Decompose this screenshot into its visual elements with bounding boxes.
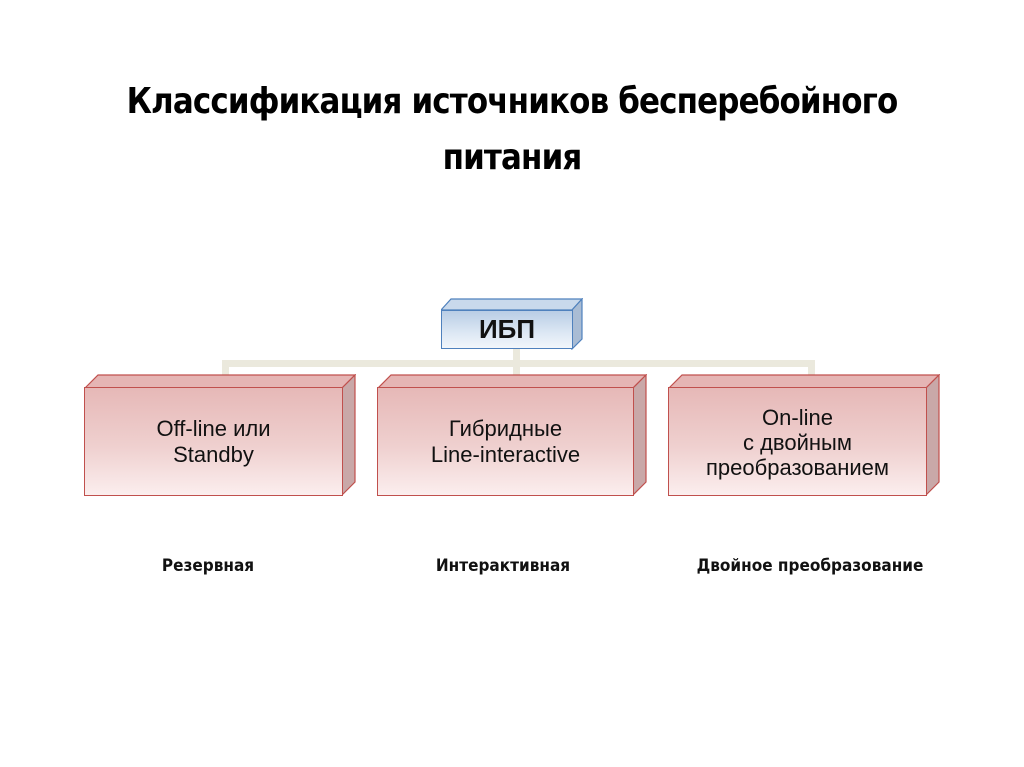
child-node-line: Гибридные: [448, 415, 563, 441]
root-node-ups: ИБП: [441, 298, 583, 350]
child-node-line-interactive: Гибридные Line-interactive: [377, 374, 647, 496]
connector-center-drop: [513, 360, 520, 379]
connector-root-stem: [513, 349, 520, 365]
child-node-line: преобразованием: [706, 455, 889, 480]
root-node-label: ИБП: [478, 314, 536, 344]
child-node-online: On-line с двойным преобразованием: [668, 374, 940, 496]
caption-line-interactive: Интерактивная: [435, 556, 571, 576]
child-node-3d-faces: [84, 374, 356, 496]
slide-title-line-1: Классификация источников бесперебойного: [126, 81, 899, 122]
child-node-line: с двойным: [742, 430, 852, 455]
child-node-line: Off-line или: [156, 415, 271, 441]
child-node-line: Standby: [173, 441, 254, 467]
child-node-line: On-line: [762, 405, 833, 430]
caption-offline: Резервная: [161, 556, 255, 576]
child-node-line: Line-interactive: [430, 441, 581, 467]
slide-title: Классификация источников бесперебойного …: [72, 74, 953, 186]
slide-title-line-2: питания: [442, 137, 583, 178]
caption-online: Двойное преобразование: [696, 556, 924, 576]
child-node-offline: Off-line или Standby: [84, 374, 356, 496]
connector-right-drop: [808, 360, 815, 379]
connector-left-drop: [222, 360, 229, 379]
